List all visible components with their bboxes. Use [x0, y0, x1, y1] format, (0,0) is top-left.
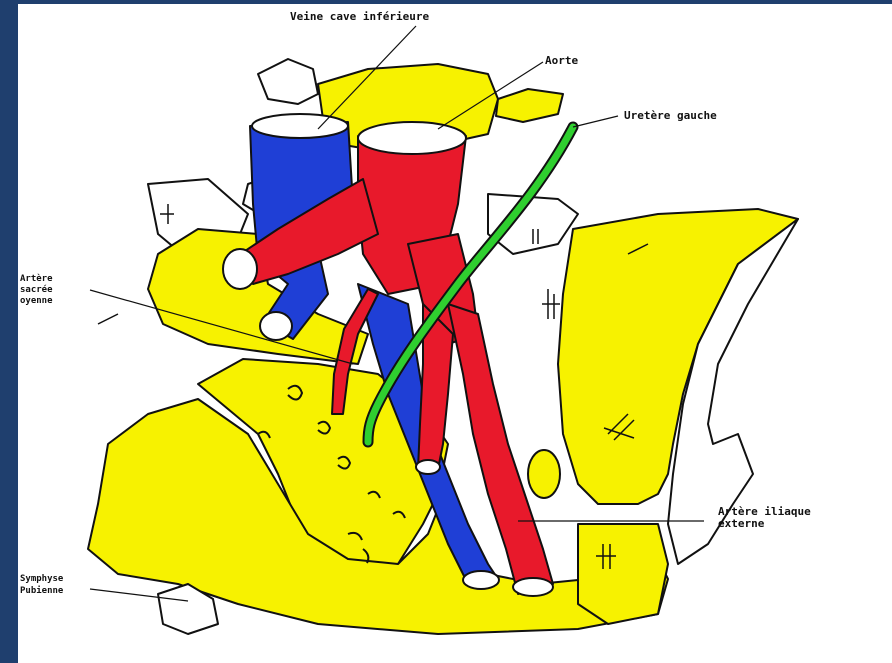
transverse-process-upper-right	[496, 89, 563, 122]
leader-ureter	[573, 116, 618, 127]
internal-iliac-lumen	[416, 460, 440, 474]
anatomy-drawing	[18, 4, 892, 663]
label-sacral-artery-line3: oyenne	[20, 297, 53, 306]
external-iliac-lumen	[513, 578, 553, 596]
pubic-right	[578, 524, 668, 624]
left-iliac-vein-lumen	[463, 571, 499, 589]
ivc-lumen	[252, 114, 348, 138]
label-external-iliac-line1: Artère iliaque	[718, 506, 811, 517]
anatomy-illustration: Veine cave inférieure Aorte Uretère gauc…	[18, 4, 892, 663]
aorta-lumen	[358, 122, 466, 154]
right-iliac-artery-lumen	[223, 249, 257, 289]
frame-left	[0, 0, 18, 663]
label-vena-cava: Veine cave inférieure	[290, 11, 429, 22]
label-external-iliac-line2: externe	[718, 518, 764, 529]
acetabulum-bump	[528, 450, 560, 498]
right-iliac-vein-lumen	[260, 312, 292, 340]
label-symphysis-line2: Pubienne	[20, 587, 63, 596]
transverse-process-upper-left	[258, 59, 318, 104]
label-symphysis-line1: Symphyse	[20, 575, 63, 584]
label-ureter: Uretère gauche	[624, 110, 717, 121]
label-aorta: Aorte	[545, 55, 578, 66]
label-sacral-artery-line1: Artère	[20, 275, 53, 284]
label-sacral-artery-line2: sacrée	[20, 286, 53, 295]
